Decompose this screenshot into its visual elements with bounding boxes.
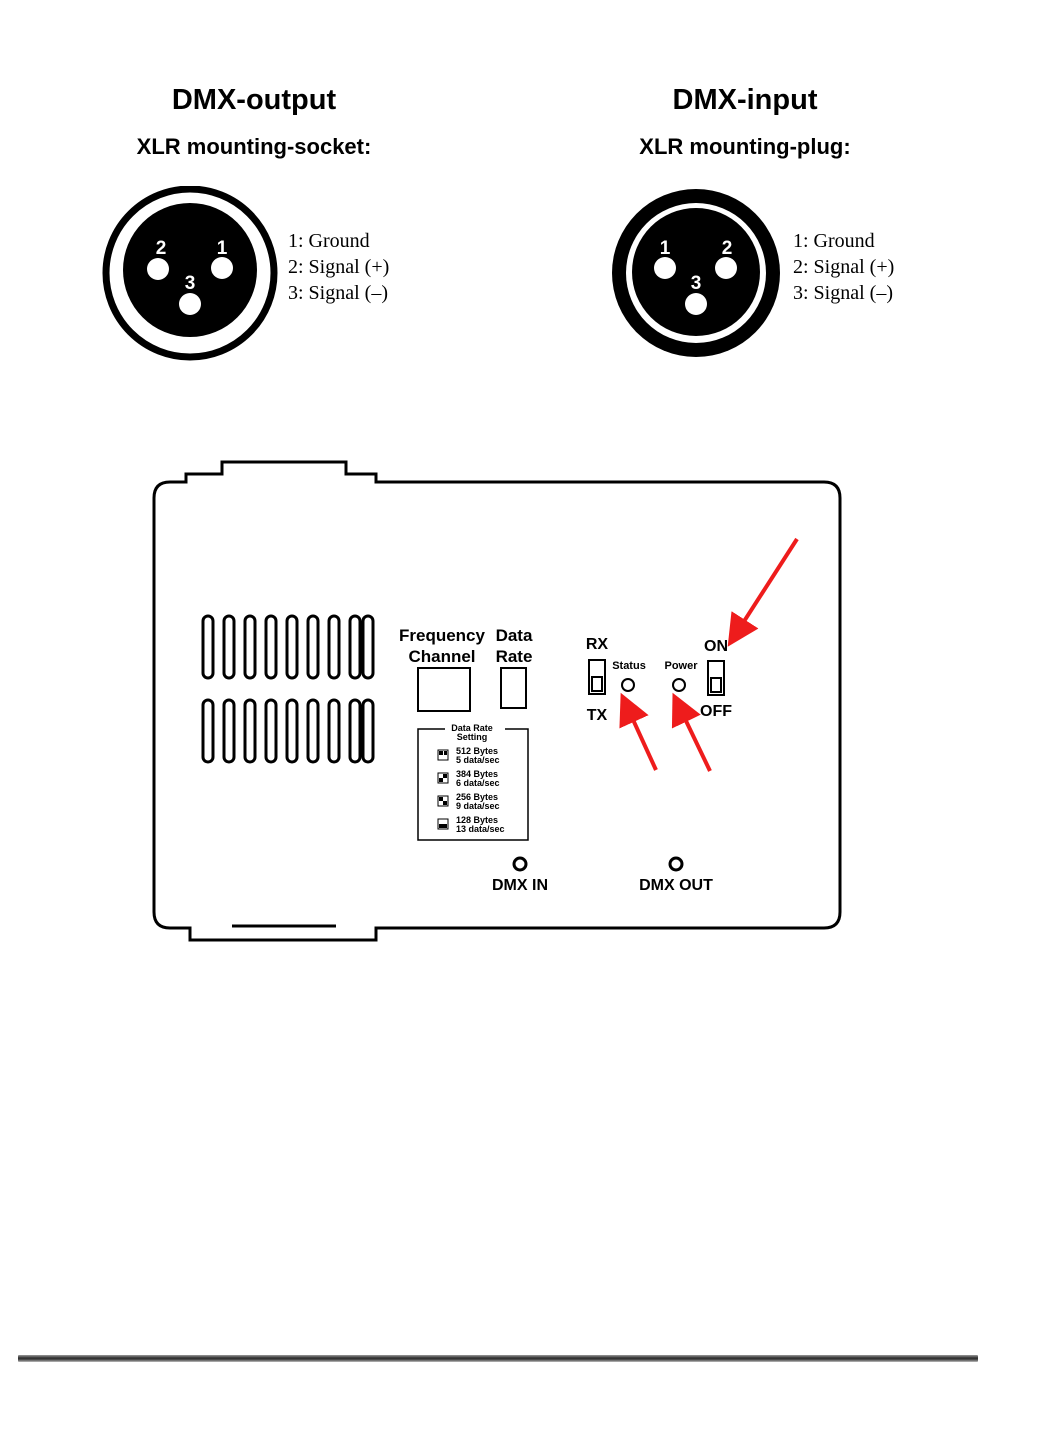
xlr-plug-pin-3-label: 3	[691, 273, 702, 294]
data-rate-setting-subtitle: Setting	[457, 732, 488, 742]
rx-label: RX	[586, 636, 609, 653]
rate-option-bytes: 128 Bytes	[456, 815, 498, 825]
xlr-socket-pin-2-label: 2	[156, 238, 167, 259]
footer-divider	[18, 1355, 978, 1362]
rate-option-speed: 13 data/sec	[456, 824, 505, 834]
xlr-plug-legend: 1: Ground 2: Signal (+) 3: Signal (–)	[793, 228, 894, 306]
legend-line: 1: Ground	[793, 230, 875, 252]
xlr-socket-pin-1	[211, 257, 233, 279]
xlr-plug-pin-1	[654, 257, 676, 279]
data-rate-option-384: 384 Bytes 6 data/sec	[437, 769, 500, 788]
channel-label: Channel	[408, 647, 475, 666]
dmx-output-heading: DMX-output	[171, 84, 337, 116]
rx-tx-switch-knob	[591, 676, 603, 692]
xlr-socket-pin-3-label: 3	[185, 273, 196, 294]
data-rate-option-256: 256 Bytes 9 data/sec	[437, 792, 500, 811]
dmx-in-label: DMX IN	[492, 877, 548, 894]
data-rate-setting-title: Data Rate	[451, 723, 493, 733]
status-led	[621, 678, 635, 692]
device-panel-diagram: Frequency Channel Data Rate Data Rate Se…	[152, 460, 842, 942]
rate-option-bytes: 384 Bytes	[456, 769, 498, 779]
data-rate-dip-switch	[500, 667, 527, 709]
power-led-arrow	[671, 692, 712, 772]
dmx-input-heading: DMX-input	[672, 84, 818, 116]
legend-line: 2: Signal (+)	[793, 256, 895, 278]
dmx-out-port	[668, 856, 684, 872]
xlr-plug-diagram: 1 2 3	[612, 189, 780, 357]
status-label: Status	[612, 660, 646, 672]
xlr-socket-legend: 1: Ground 2: Signal (+) 3: Signal (–)	[288, 228, 389, 306]
tx-label: TX	[587, 707, 608, 724]
xlr-socket-face	[123, 203, 257, 337]
xlr-plug-face	[632, 208, 760, 336]
rate-option-bytes: 512 Bytes	[456, 746, 498, 756]
rate-option-speed: 5 data/sec	[456, 755, 500, 765]
rate-label: Rate	[496, 647, 533, 666]
device-housing-outline	[152, 460, 842, 942]
xlr-socket-diagram: 2 1 3	[102, 186, 278, 361]
xlr-plug-pin-2-label: 2	[722, 238, 733, 259]
power-switch-knob	[710, 677, 722, 693]
rate-option-speed: 6 data/sec	[456, 778, 500, 788]
rate-option-bytes: 256 Bytes	[456, 792, 498, 802]
ventilation-slots	[201, 614, 375, 764]
legend-line: 3: Signal (–)	[288, 282, 388, 304]
xlr-plug-pin-2	[715, 257, 737, 279]
xlr-plug-pin-1-label: 1	[660, 238, 671, 259]
data-rate-option-512: 512 Bytes 5 data/sec	[437, 746, 500, 765]
power-label: Power	[664, 660, 698, 672]
xlr-plug-pin-3	[685, 293, 707, 315]
legend-line: 3: Signal (–)	[793, 282, 893, 304]
dmx-out-label: DMX OUT	[639, 877, 713, 894]
dmx-output-subheading: XLR mounting-socket:	[136, 134, 372, 159]
data-label: Data	[496, 626, 533, 645]
frequency-label: Frequency	[399, 626, 486, 645]
rate-option-speed: 9 data/sec	[456, 801, 500, 811]
data-rate-option-128: 128 Bytes 13 data/sec	[437, 815, 505, 834]
power-led	[672, 678, 686, 692]
dmx-input-subheading: XLR mounting-plug:	[639, 134, 851, 159]
status-led-arrow	[619, 692, 658, 771]
dmx-in-port	[512, 856, 528, 872]
legend-line: 1: Ground	[288, 230, 370, 252]
on-label: ON	[704, 638, 728, 655]
frequency-channel-selector	[417, 667, 471, 712]
xlr-socket-pin-3	[179, 293, 201, 315]
legend-line: 2: Signal (+)	[288, 256, 390, 278]
on-switch-arrow	[727, 537, 799, 647]
xlr-socket-pin-2	[147, 258, 169, 280]
off-label: OFF	[700, 703, 732, 720]
xlr-socket-pin-1-label: 1	[217, 238, 228, 259]
